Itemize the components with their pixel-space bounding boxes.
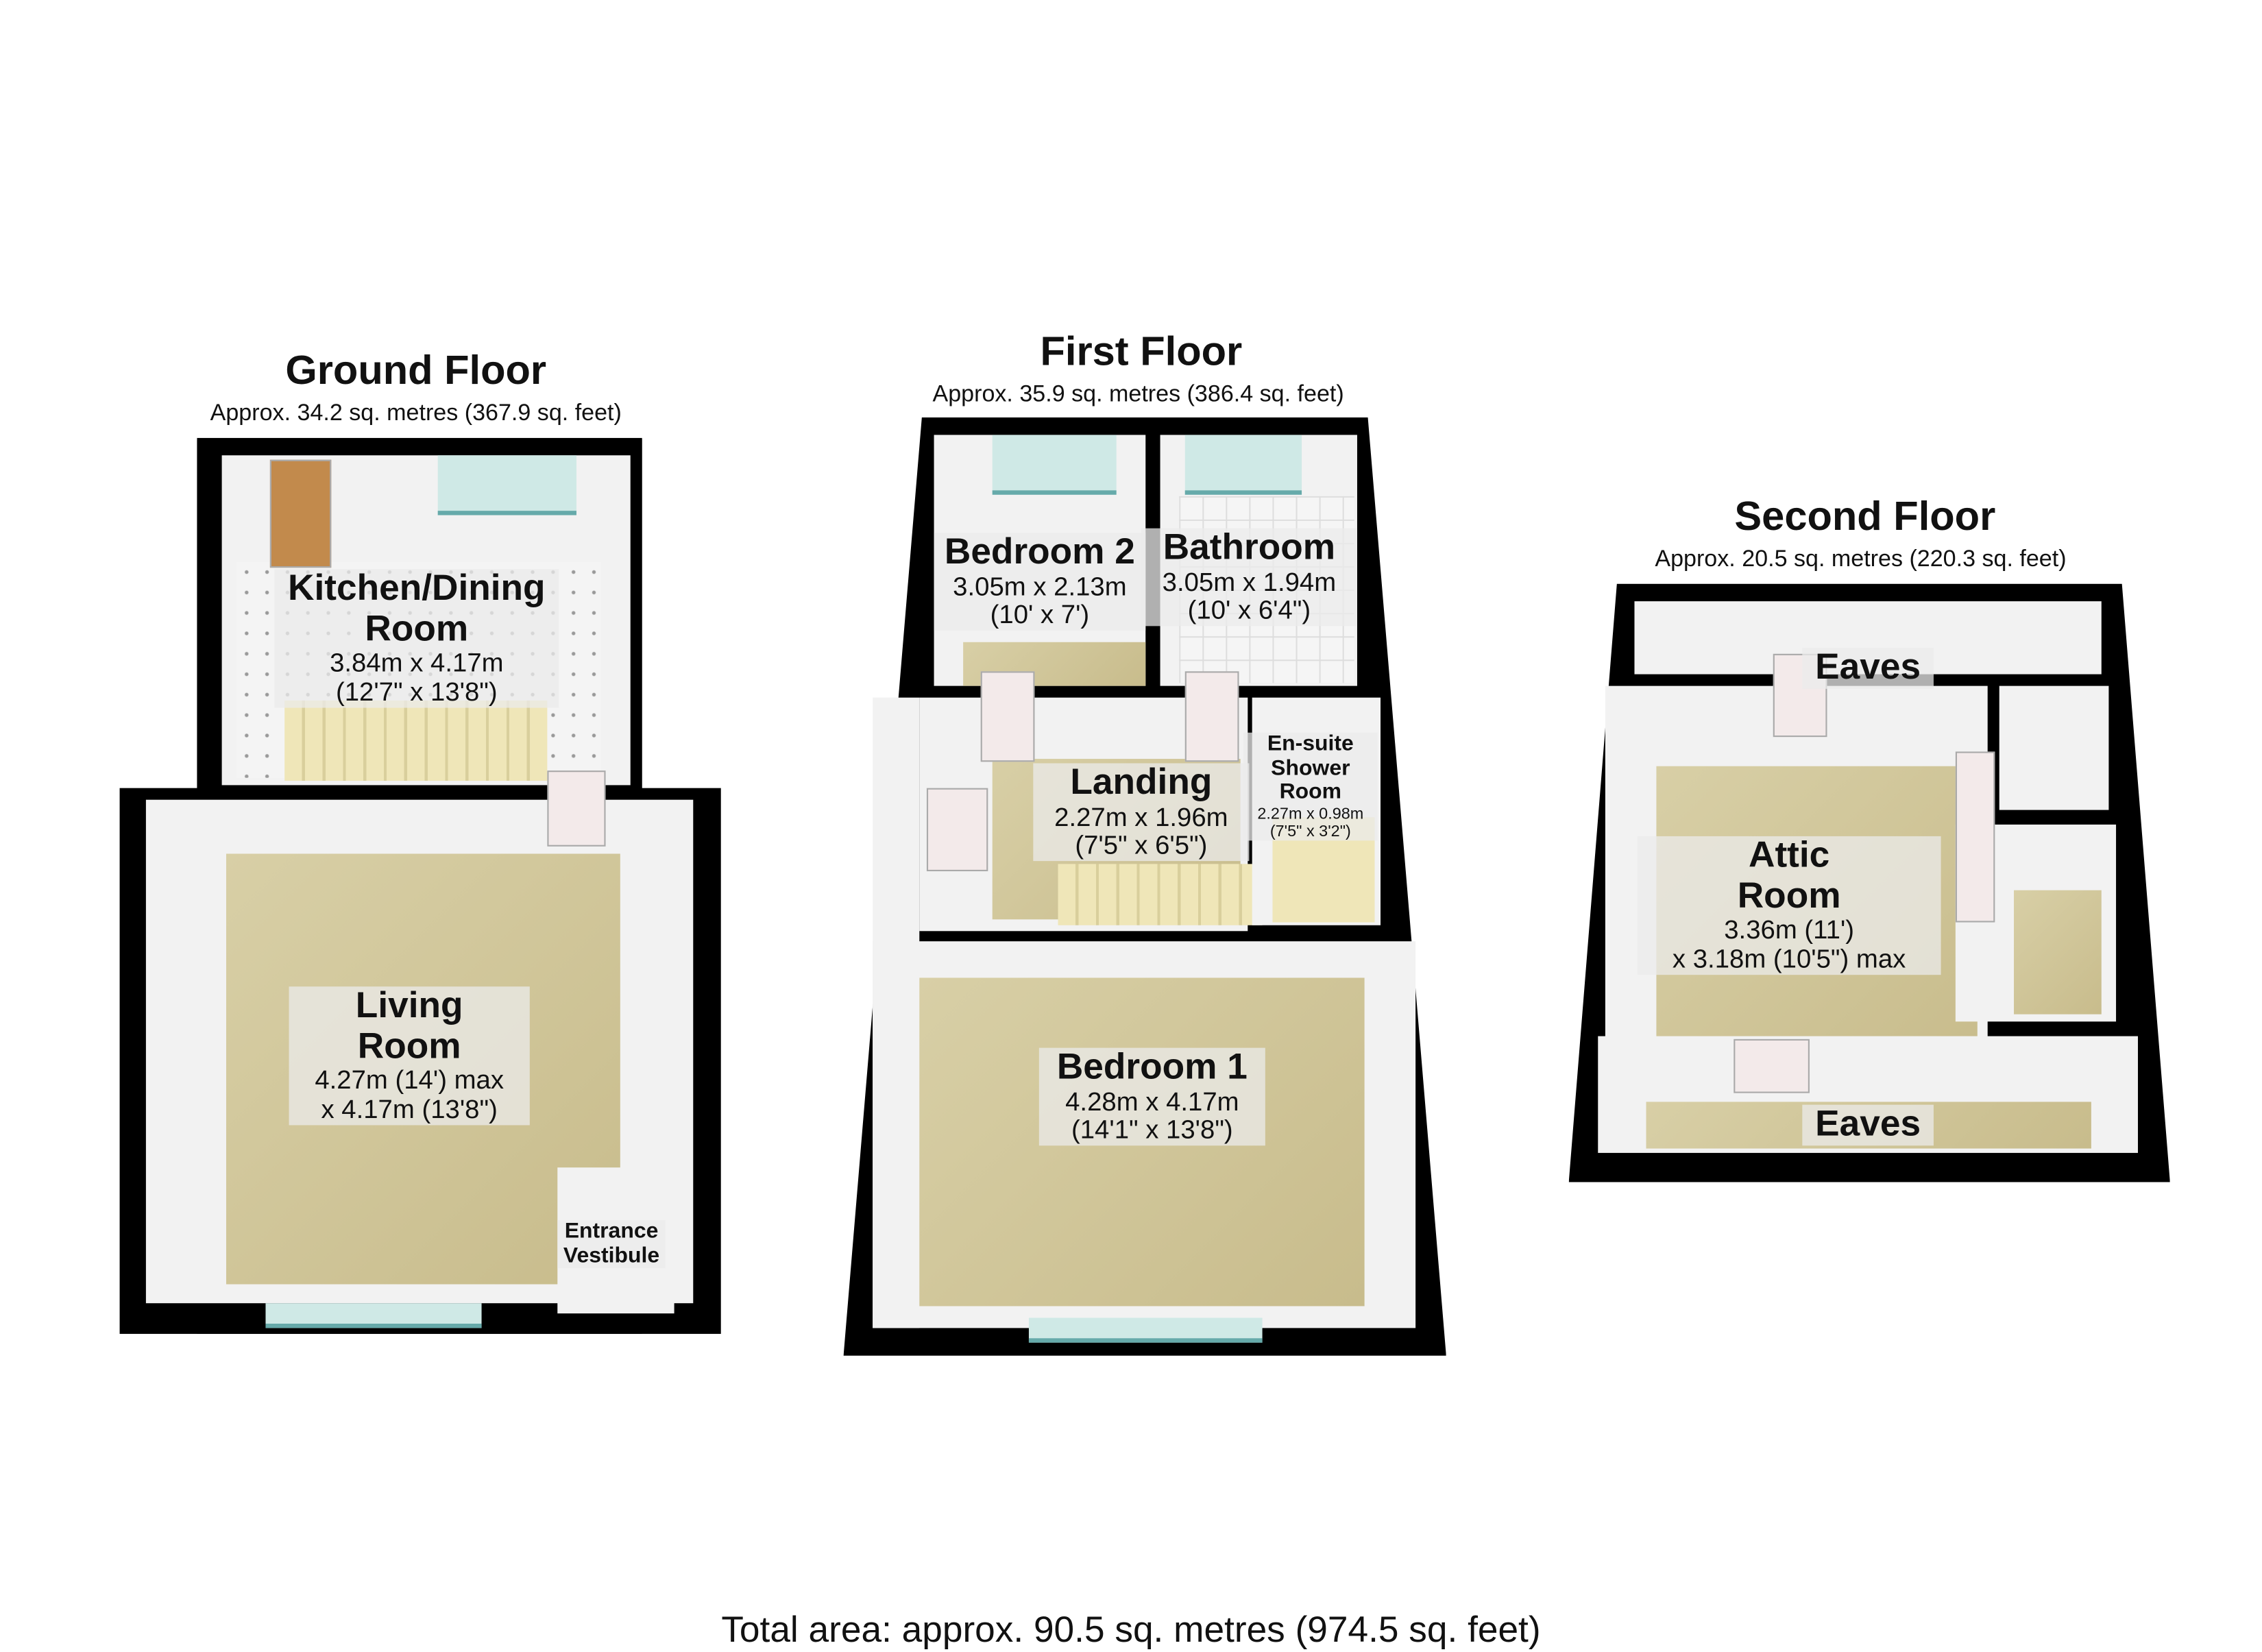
window (1028, 1317, 1263, 1343)
internal-door (1955, 751, 1995, 923)
room-label-eaves-bottom: Eaves (1802, 1104, 1934, 1145)
front-door (269, 459, 332, 568)
ground-floor-area: Approx. 34.2 sq. metres (367.9 sq. feet) (210, 401, 622, 426)
stairs (1058, 864, 1263, 925)
internal-door (980, 671, 1035, 762)
room-label-entrance-vestibule: Entrance Vestibule (557, 1219, 666, 1269)
window (437, 455, 576, 515)
first-floor-title: First Floor (1040, 328, 1243, 374)
room-label-landing: Landing 2.27m x 1.96m (7'5" x 6'5") (1033, 762, 1250, 862)
first-floor-area: Approx. 35.9 sq. metres (386.4 sq. feet) (932, 382, 1344, 407)
room-label-bedroom-2: Bedroom 2 3.05m x 2.13m (10' x 7') (934, 532, 1146, 631)
internal-door (547, 770, 606, 847)
ground-floor-title: Ground Floor (285, 347, 547, 393)
total-area: Total area: approx. 90.5 sq. metres (974… (721, 1610, 1541, 1651)
window (1184, 435, 1302, 495)
window (992, 435, 1117, 495)
internal-door (926, 788, 988, 872)
room-label-bathroom: Bathroom 3.05m x 1.94m (10' x 6'4") (1141, 528, 1357, 627)
second-floor-area: Approx. 20.5 sq. metres (220.3 sq. feet) (1655, 547, 2067, 572)
room-label-en-suite: En-suite Shower Room 2.27m x 0.98m (7'5"… (1243, 732, 1378, 840)
window (265, 1303, 482, 1328)
room-label-bedroom-1: Bedroom 1 4.28m x 4.17m (14'1" x 13'8") (1038, 1047, 1265, 1146)
room-label-kitchen-dining: Kitchen/Dining Room 3.84m x 4.17m (12'7"… (274, 568, 559, 707)
room-label-eaves-top: Eaves (1802, 647, 1934, 688)
room-label-attic-room: Attic Room 3.36m (11') x 3.18m (10'5") m… (1637, 836, 1941, 975)
second-floor-title: Second Floor (1734, 493, 1996, 539)
room-label-living-room: Living Room 4.27m (14') max x 4.17m (13'… (289, 986, 530, 1125)
internal-door (1734, 1038, 1810, 1093)
internal-door (1184, 671, 1239, 762)
stairs (284, 700, 548, 781)
